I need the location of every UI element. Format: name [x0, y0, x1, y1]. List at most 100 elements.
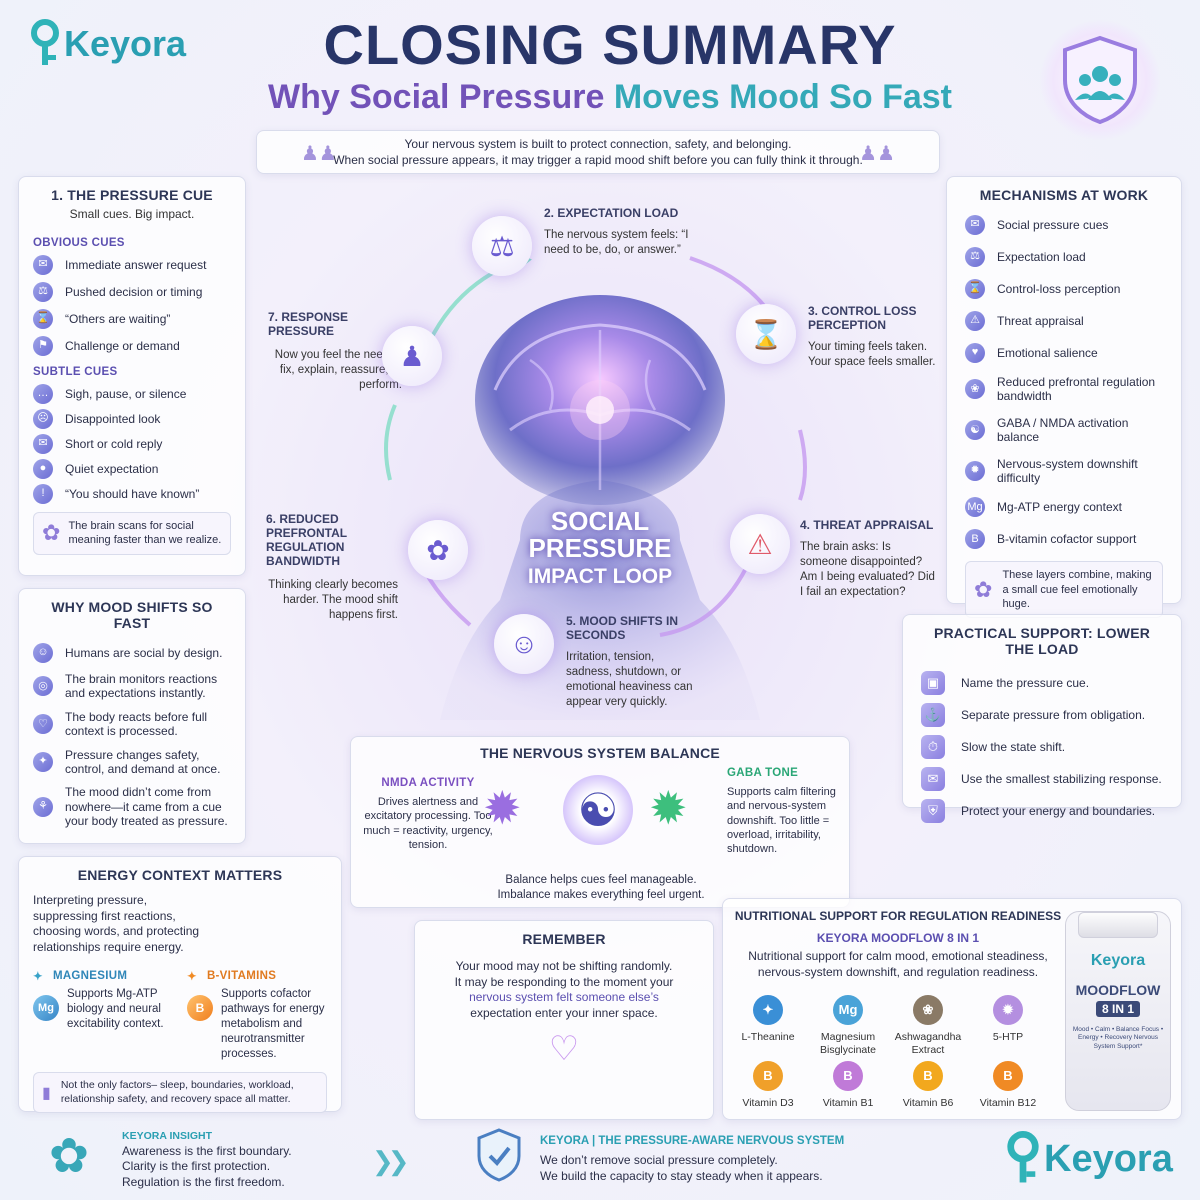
list-item-label: Social pressure cues	[997, 217, 1109, 232]
ingredient-item: ✹5-HTP	[965, 995, 1051, 1044]
chat-icon: ✉	[965, 215, 985, 235]
magnesium-badge: Mg	[33, 995, 59, 1022]
hands-heart-icon: ♡	[548, 1030, 580, 1069]
energy-note: ▮ Not the only factors– sleep, boundarie…	[33, 1072, 327, 1114]
monitor-icon: ◎	[33, 676, 53, 697]
subtle-cues-heading: SUBTLE CUES	[33, 366, 118, 378]
list-item-label: Use the smallest stabilizing response.	[961, 771, 1162, 786]
footer-brain-icon: ✿	[48, 1130, 90, 1183]
bottle-tag: 8 IN 1	[1095, 1001, 1140, 1017]
intro-line-1: Your nervous system is built to protect …	[404, 136, 792, 151]
list-item-label: B-vitamin cofactor support	[997, 532, 1137, 547]
hourglass-icon: ⌛	[736, 304, 796, 364]
ingredient-item: ❀Ashwagandha Extract	[885, 995, 971, 1056]
list-item: ⚓Separate pressure from obligation.	[921, 703, 1163, 727]
group-icon: ☺	[494, 614, 554, 674]
why-fast-title: WHY MOOD SHIFTS SO FAST	[51, 599, 213, 631]
page-title: CLOSING SUMMARY	[323, 13, 897, 76]
balance-footer: Balance helps cues feel manageable. Imba…	[497, 874, 705, 901]
pause-icon: …	[33, 384, 53, 404]
scale-icon: ⚖	[472, 216, 532, 276]
ingredient-label: Vitamin B1	[822, 1097, 874, 1109]
list-item: ⚠Threat appraisal	[965, 311, 1163, 331]
mood-icon: ⚘	[33, 796, 53, 817]
pressure-cue-subtitle: Small cues. Big impact.	[69, 207, 195, 221]
yin-yang-icon: ☯	[965, 420, 985, 441]
list-item-label: “Others are waiting”	[65, 311, 171, 326]
product-bottle[interactable]: Keyora MOODFLOW 8 IN 1 Mood • Calm • Bal…	[1065, 911, 1171, 1111]
mechanisms-list: ✉Social pressure cues⚖Expectation load⌛C…	[965, 215, 1163, 550]
gaba-block: GABA TONE Supports calm filtering and ne…	[727, 767, 836, 856]
scale-icon: ⚖	[965, 247, 985, 267]
bottle-cap	[1078, 912, 1158, 938]
list-item: ✉Immediate answer request	[33, 255, 231, 275]
subtitle-part1: Why Social Pressure	[268, 78, 605, 116]
brain-icon: ✿	[408, 520, 468, 580]
list-item-label: The brain monitors reactions and expecta…	[65, 672, 218, 701]
list-item-label: Sigh, pause, or silence	[65, 386, 187, 401]
ingredient-label: L-Theanine	[741, 1031, 795, 1043]
key-logo-icon	[31, 19, 59, 65]
heart-icon: ♥	[965, 343, 985, 363]
list-item-label: Quiet expectation	[65, 461, 159, 476]
list-item: !“You should have known”	[33, 484, 231, 504]
list-item-label: Humans are social by design.	[65, 645, 223, 660]
list-item: ☺Humans are social by design.	[33, 643, 231, 663]
mechanisms-note: ✿ These layers combine, making a small c…	[965, 561, 1163, 619]
list-item-label: Challenge or demand	[65, 338, 180, 353]
ingredient-icon: B	[753, 1061, 783, 1091]
list-item-label: Pushed decision or timing	[65, 284, 203, 299]
brain-icon: ✿	[42, 520, 61, 546]
people-icon: ♟	[382, 326, 442, 386]
loop-center-label: SOCIAL PRESSURE IMPACT LOOP	[527, 506, 673, 588]
system-block: KEYORA | THE PRESSURE-AWARE NERVOUS SYST…	[540, 1135, 845, 1183]
ingredient-label: Vitamin B6	[902, 1097, 954, 1109]
hourglass-icon: ⌛	[33, 309, 53, 329]
list-item-label: “You should have known”	[65, 486, 200, 501]
magnesium-icon: Mg	[965, 497, 985, 518]
face-icon: ☹	[33, 409, 53, 429]
ingredient-icon: B	[993, 1061, 1023, 1091]
remember-title: REMEMBER	[522, 931, 606, 947]
yin-yang-icon: ☯	[563, 775, 633, 845]
magnesium-body: Supports Mg-ATP biology and neural excit…	[67, 988, 164, 1031]
people-icon: ♟♟	[859, 143, 895, 165]
list-item: ❀Reduced prefrontal regulation bandwidth	[965, 375, 1163, 404]
nutrition-title: NUTRITIONAL SUPPORT FOR REGULATION READI…	[734, 909, 1062, 923]
bottle-desc: Mood • Calm • Balance Focus • Energy • R…	[1072, 1026, 1164, 1050]
gaba-neuron-icon: ✹	[649, 782, 688, 834]
magnesium-heading: ✦MAGNESIUM	[33, 970, 128, 984]
ingredient-label: Ashwagandha Extract	[894, 1031, 962, 1056]
b-vitamin-badge: B	[187, 995, 213, 1022]
timer-icon: ⏱	[921, 735, 945, 759]
list-item-label: Short or cold reply	[65, 436, 163, 451]
list-item: ✦Pressure changes safety, control, and d…	[33, 748, 231, 777]
loop-step-3: 3. CONTROL LOSS PERCEPTION Your timing f…	[808, 304, 936, 368]
pressure-cue-title: 1. THE PRESSURE CUE	[51, 187, 213, 203]
shield-group-icon	[1040, 20, 1160, 140]
molecule-icon: ✦	[187, 971, 197, 984]
pressure-cue-card: 1. THE PRESSURE CUE Small cues. Big impa…	[18, 176, 246, 576]
b-vitamin-body: Supports cofactor pathways for energy me…	[221, 988, 325, 1061]
brain-icon: ✿	[974, 576, 993, 602]
list-item-label: Nervous-system downshift difficulty	[997, 456, 1138, 485]
balance-title: THE NERVOUS SYSTEM BALANCE	[480, 745, 720, 761]
insight-block: KEYORA INSIGHT Awareness is the first bo…	[122, 1130, 292, 1189]
list-item: ⚑Challenge or demand	[33, 336, 231, 356]
obvious-cues-list: ✉Immediate answer request⚖Pushed decisio…	[33, 255, 231, 356]
nmda-neuron-icon: ✹	[483, 782, 522, 834]
ingredient-icon: Mg	[833, 995, 863, 1025]
molecule-icon: ✦	[33, 971, 43, 984]
chevron-right-icon: ❯❯	[372, 1146, 409, 1176]
list-item-label: Slow the state shift.	[961, 739, 1066, 754]
footer-logo[interactable]: Keyora	[1004, 1128, 1174, 1190]
list-item: ✹Nervous-system downshift difficulty	[965, 457, 1163, 486]
brand-logo[interactable]: Keyora	[28, 14, 198, 74]
list-item: ⌛ “Others are waiting”	[33, 309, 231, 329]
product-line: KEYORA MOODFLOW 8 IN 1	[816, 931, 980, 945]
list-item: ●Quiet expectation	[33, 459, 231, 479]
